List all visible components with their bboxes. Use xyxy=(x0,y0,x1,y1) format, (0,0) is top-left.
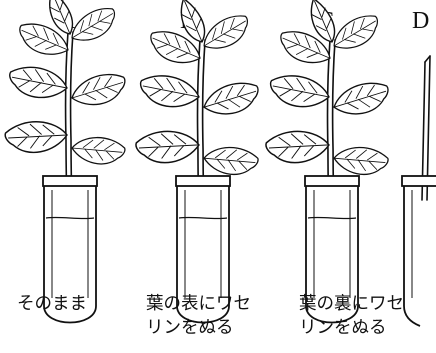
caption-b-line1: 葉の表にワセ xyxy=(146,294,251,315)
caption-a: そのまま xyxy=(17,294,87,315)
caption-c-line2: リンをぬる xyxy=(299,318,387,339)
test-tube-d xyxy=(402,176,436,326)
caption-c-line1: 葉の裏にワセ xyxy=(299,294,404,315)
label-d: D xyxy=(412,8,429,34)
caption-b-line2: リンをぬる xyxy=(146,318,234,339)
